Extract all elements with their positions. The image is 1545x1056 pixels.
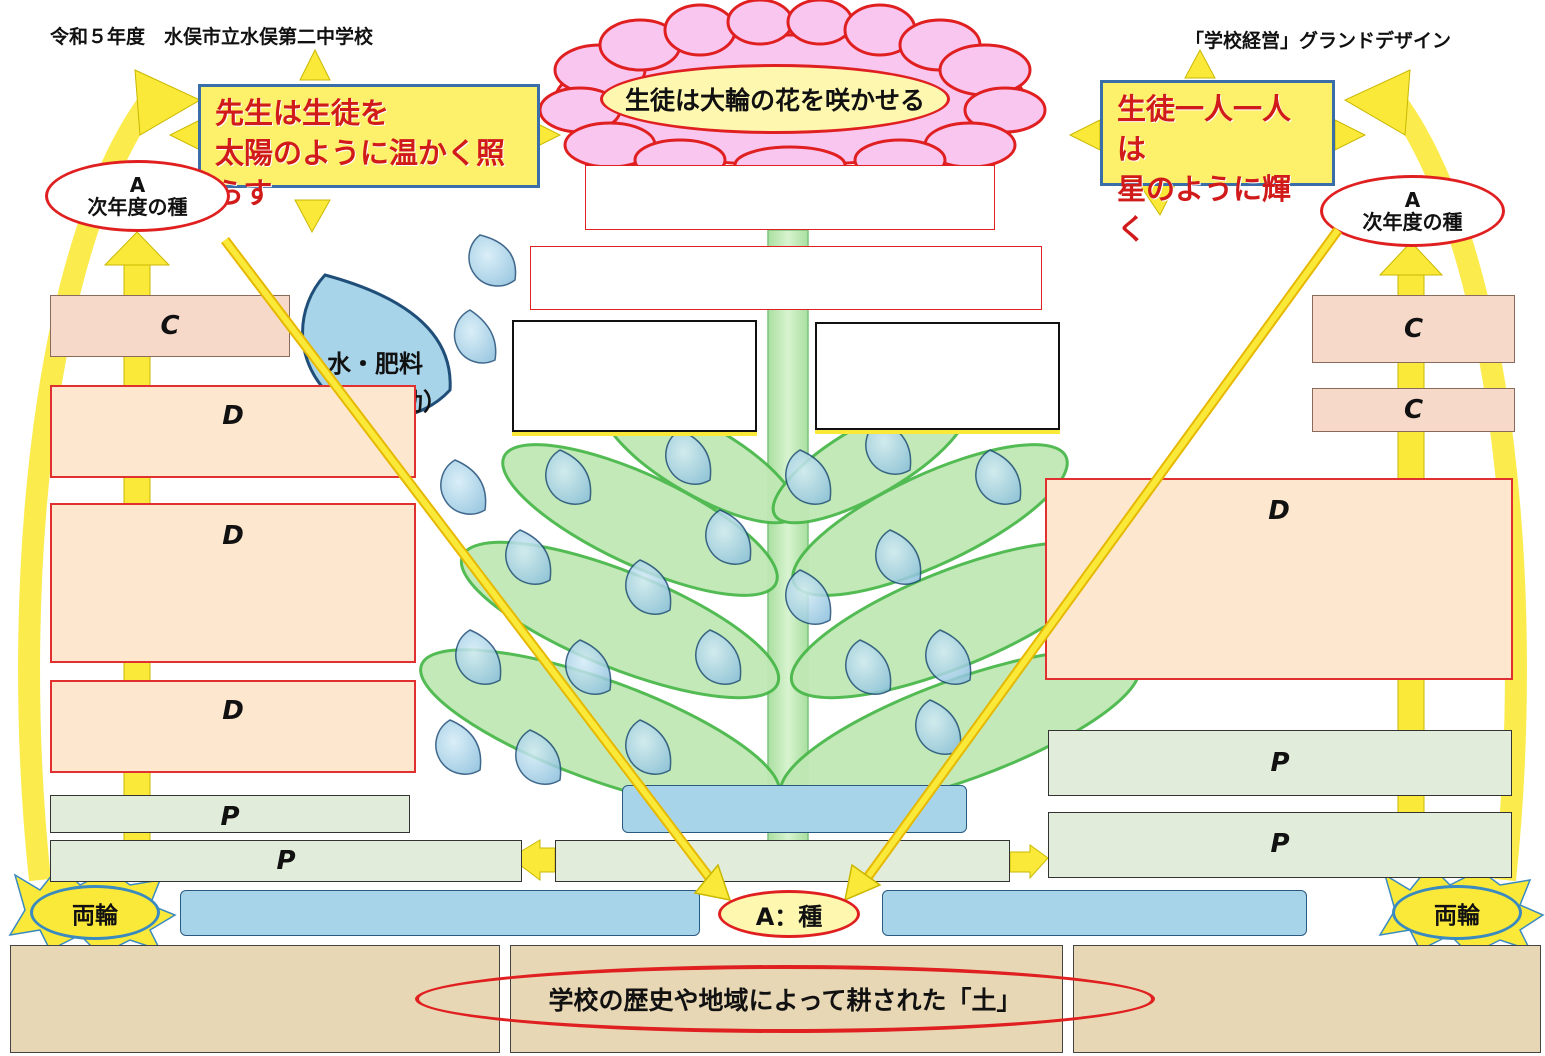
- right-wheel-label: 両輪: [1434, 902, 1480, 929]
- right-next-seed-letter: A: [1404, 188, 1421, 212]
- right-d-box: D: [1045, 478, 1513, 680]
- right-p-label-1: P: [1270, 748, 1290, 778]
- right-p-box-2: P: [1048, 812, 1512, 878]
- center-p-bar: [555, 840, 1010, 882]
- water-tray-left: [180, 890, 700, 936]
- header-right-title: 「学校経営」グランドデザイン: [1185, 30, 1452, 52]
- right-p-arrow: [1009, 844, 1049, 880]
- right-shaft-arrowhead: [1378, 241, 1444, 276]
- goal-box-left: [512, 320, 757, 432]
- vision-box-second: [530, 246, 1042, 310]
- right-p-box-1: P: [1048, 730, 1512, 796]
- left-arc-arrowhead: [134, 69, 202, 136]
- left-c-box: C: [50, 295, 290, 357]
- right-d-label: D: [1268, 496, 1290, 526]
- left-d-label-3: D: [222, 696, 244, 726]
- goal-box-right: [815, 322, 1060, 430]
- flower-center-label: 生徒は大輪の花を咲かせる: [600, 64, 950, 134]
- left-c-label: C: [160, 311, 180, 341]
- vision-box-top: [585, 165, 995, 230]
- left-shaft-arrowhead: [103, 231, 171, 266]
- right-c-label-2: C: [1403, 395, 1424, 425]
- right-c-box-1: C: [1312, 295, 1515, 363]
- sun-line-1: 先生は生徒を: [215, 96, 390, 130]
- left-d-box-3: D: [50, 680, 416, 773]
- left-next-seed-text: 次年度の種: [87, 195, 188, 219]
- left-p-label-1: P: [220, 802, 240, 832]
- right-next-seed-text: 次年度の種: [1362, 210, 1463, 234]
- right-p-label-2: P: [1270, 829, 1290, 859]
- star-line-1: 生徒一人一人は: [1117, 92, 1292, 166]
- left-p-label-2: P: [276, 846, 296, 876]
- water-tray-center: [622, 785, 967, 833]
- left-next-seed: A 次年度の種: [45, 160, 230, 232]
- water-tray-right: [882, 890, 1307, 936]
- star-line-2: 星のように輝く: [1117, 172, 1292, 246]
- soil-label-text: 学校の歴史や地域によって耕された「土」: [548, 986, 1022, 1015]
- right-next-seed: A 次年度の種: [1320, 175, 1505, 247]
- left-p-box-2: P: [50, 840, 522, 882]
- right-wheel: 両輪: [1392, 885, 1522, 940]
- center-seed-label: A：種: [755, 902, 823, 931]
- soil-label: 学校の歴史や地域によって耕された「土」: [415, 965, 1155, 1033]
- flower-label-text: 生徒は大輪の花を咲かせる: [624, 86, 925, 115]
- right-c-label-1: C: [1403, 314, 1424, 344]
- left-d-box-2: D: [50, 503, 416, 663]
- left-wheel-label: 両輪: [72, 902, 118, 929]
- left-p-box-1: P: [50, 795, 410, 833]
- left-d-label-2: D: [222, 521, 244, 551]
- water-drop-line-1: 水・肥料: [327, 350, 423, 378]
- left-wheel: 両輪: [30, 885, 160, 940]
- sun-line-2: 太陽のように温かく照らす: [215, 136, 506, 210]
- center-seed: A：種: [718, 890, 860, 938]
- right-arc-arrowhead: [1343, 69, 1411, 136]
- left-d-box-1: D: [50, 385, 416, 478]
- left-d-label-1: D: [222, 401, 244, 431]
- left-p-arrow: [519, 839, 556, 881]
- star-message-box: 生徒一人一人は 星のように輝く: [1100, 80, 1335, 246]
- right-c-box-2: C: [1312, 388, 1515, 432]
- sun-message-box: 先生は生徒を 太陽のように温かく照らす: [198, 84, 540, 210]
- left-next-seed-letter: A: [129, 173, 146, 197]
- header-left-title: 令和５年度 水俣市立水俣第二中学校: [50, 26, 374, 48]
